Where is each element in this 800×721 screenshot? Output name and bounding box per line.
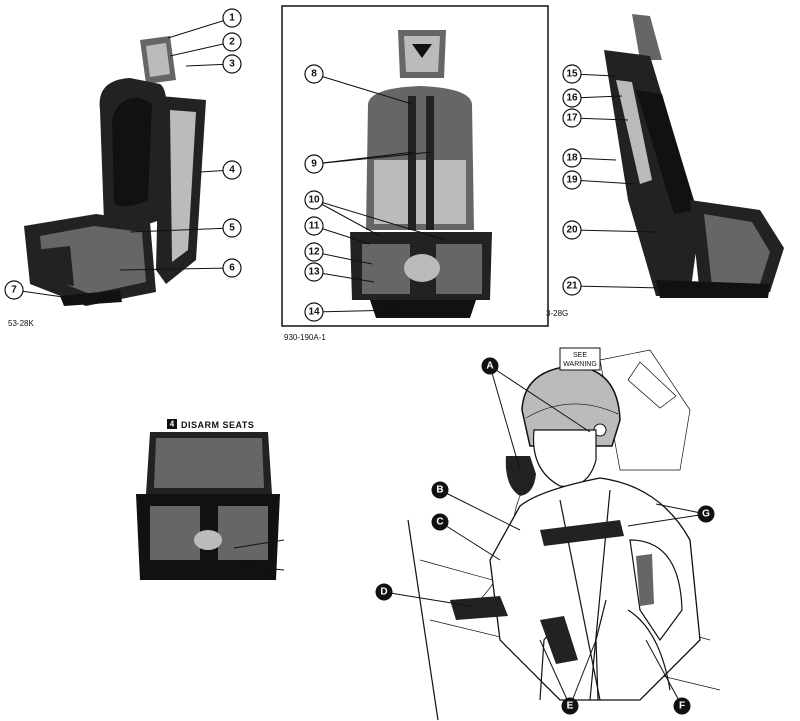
left-seat-illustration	[24, 36, 206, 306]
center-seat-callouts: 8 9 10 11 12 13 14 930-190A-1	[284, 64, 447, 342]
svg-text:6: 6	[229, 263, 235, 274]
svg-text:20: 20	[566, 225, 578, 236]
right-seat-callouts: 15 16 17 18 19 20 21 3-28G	[546, 64, 663, 318]
callout-7: 7	[4, 280, 24, 300]
pilot-illustration	[407, 349, 721, 721]
svg-text:21: 21	[566, 281, 578, 292]
svg-text:1: 1	[229, 13, 235, 24]
svg-text:13: 13	[308, 267, 320, 278]
callout-21: 21	[562, 276, 582, 296]
svg-text:7: 7	[11, 285, 17, 296]
callout-B: B	[431, 481, 449, 499]
svg-text:14: 14	[308, 307, 320, 318]
disarm-seats-inset: 4 DISARM SEATS	[136, 419, 285, 580]
disarm-label: DISARM SEATS	[181, 420, 254, 430]
callout-A: A	[481, 357, 499, 375]
svg-text:16: 16	[566, 93, 578, 104]
warning-box: SEE WARNING	[559, 347, 601, 371]
callout-4: 4	[222, 160, 242, 180]
svg-text:A: A	[486, 361, 493, 372]
callout-E: E	[561, 697, 579, 715]
svg-text:12: 12	[308, 247, 320, 258]
callout-9: 9	[304, 154, 324, 174]
svg-text:4: 4	[229, 165, 235, 176]
disarm-step-number: 4	[170, 420, 175, 429]
callout-15: 15	[562, 64, 582, 84]
figure-code-left: 53-28K	[8, 319, 34, 328]
center-seat-panel	[281, 5, 549, 327]
callout-13: 13	[304, 262, 324, 282]
callout-12: 12	[304, 242, 324, 262]
callout-10: 10	[304, 190, 324, 210]
svg-text:17: 17	[566, 113, 578, 124]
svg-text:B: B	[436, 485, 443, 496]
callout-19: 19	[562, 170, 582, 190]
svg-text:18: 18	[566, 153, 578, 164]
callout-5: 5	[222, 218, 242, 238]
pilot-callouts: A B C D E F G	[375, 357, 715, 715]
svg-text:8: 8	[311, 69, 317, 80]
figure-code-center: 930-190A-1	[284, 333, 326, 342]
figure-code-right: 3-28G	[546, 309, 568, 318]
svg-text:E: E	[567, 701, 574, 712]
svg-text:2: 2	[229, 37, 235, 48]
svg-text:F: F	[679, 701, 685, 712]
svg-text:5: 5	[229, 223, 235, 234]
svg-text:D: D	[380, 587, 387, 598]
callout-20: 20	[562, 220, 582, 240]
callout-3: 3	[222, 54, 242, 74]
callout-D: D	[375, 583, 393, 601]
svg-text:10: 10	[308, 195, 320, 206]
callout-G: G	[697, 505, 715, 523]
callout-16: 16	[562, 88, 582, 108]
callout-11: 11	[304, 216, 324, 236]
callout-C: C	[431, 513, 449, 531]
callout-1: 1	[222, 8, 242, 28]
callout-6: 6	[222, 258, 242, 278]
right-seat-illustration	[604, 14, 784, 298]
callout-14: 14	[304, 302, 324, 322]
left-seat-callouts: 1 2 3 4 5 6 7 53-28K	[4, 8, 242, 328]
svg-text:WARNING: WARNING	[563, 361, 597, 368]
svg-text:15: 15	[566, 69, 578, 80]
callout-2: 2	[222, 32, 242, 52]
svg-text:C: C	[436, 517, 443, 528]
svg-text:SEE: SEE	[573, 352, 587, 359]
svg-text:19: 19	[566, 175, 578, 186]
svg-text:G: G	[702, 509, 710, 520]
svg-text:11: 11	[309, 221, 320, 232]
callout-F: F	[673, 697, 691, 715]
svg-text:9: 9	[311, 159, 317, 170]
callout-8: 8	[304, 64, 324, 84]
disarm-step-badge	[167, 419, 177, 429]
callout-18: 18	[562, 148, 582, 168]
callout-17: 17	[562, 108, 582, 128]
svg-text:3: 3	[229, 59, 235, 70]
